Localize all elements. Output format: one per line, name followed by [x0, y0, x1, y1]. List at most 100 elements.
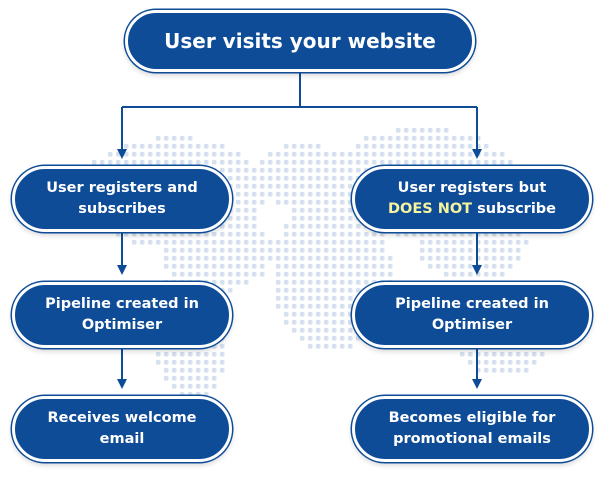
map-dot	[236, 240, 241, 245]
map-dot	[164, 248, 169, 253]
map-dot	[340, 168, 345, 173]
map-dot	[324, 336, 329, 341]
map-dot	[212, 280, 217, 285]
map-dot	[180, 360, 185, 365]
map-dot	[444, 264, 449, 269]
map-dot	[188, 392, 193, 397]
map-dot	[492, 232, 497, 237]
map-dot	[172, 352, 177, 357]
map-dot	[276, 152, 281, 157]
map-dot	[444, 240, 449, 245]
map-dot	[332, 152, 337, 157]
map-dot	[460, 144, 465, 149]
map-dot	[420, 144, 425, 149]
map-dot	[324, 344, 329, 349]
map-dot	[404, 232, 409, 237]
map-dot	[300, 192, 305, 197]
map-dot	[284, 312, 289, 317]
map-dot	[180, 256, 185, 261]
map-dot	[268, 192, 273, 197]
map-dot	[220, 368, 225, 373]
map-dot	[308, 320, 313, 325]
map-dot	[292, 280, 297, 285]
map-dot	[332, 272, 337, 277]
map-dot	[380, 232, 385, 237]
map-dot	[308, 280, 313, 285]
map-dot	[284, 320, 289, 325]
map-dot	[316, 176, 321, 181]
map-dot	[428, 160, 433, 165]
map-dot	[228, 280, 233, 285]
map-dot	[148, 160, 153, 165]
map-dot	[220, 240, 225, 245]
map-dot	[500, 248, 505, 253]
map-dot	[220, 152, 225, 157]
map-dot	[340, 280, 345, 285]
map-dot	[180, 384, 185, 389]
map-dot	[492, 264, 497, 269]
map-dot	[340, 248, 345, 253]
map-dot	[188, 368, 193, 373]
map-dot	[324, 208, 329, 213]
map-dot	[172, 264, 177, 269]
left-step-3-node: Receives welcome email	[12, 396, 232, 462]
map-dot	[276, 200, 281, 205]
map-dot	[300, 296, 305, 301]
map-dot	[252, 272, 257, 277]
map-dot	[308, 168, 313, 173]
map-dot	[372, 240, 377, 245]
map-dot	[316, 344, 321, 349]
map-dot	[324, 168, 329, 173]
map-dot	[420, 240, 425, 245]
map-dot	[348, 224, 353, 229]
map-dot	[436, 144, 441, 149]
map-dot	[316, 184, 321, 189]
map-dot	[484, 272, 489, 277]
map-dot	[188, 272, 193, 277]
map-dot	[316, 208, 321, 213]
right-step-1-line-2-rest: subscribe	[472, 201, 557, 217]
map-dot	[292, 208, 297, 213]
map-dot	[316, 240, 321, 245]
map-dot	[324, 312, 329, 317]
map-dot	[340, 312, 345, 317]
map-dot	[300, 232, 305, 237]
map-dot	[332, 176, 337, 181]
map-dot	[348, 336, 353, 341]
map-dot	[468, 144, 473, 149]
map-dot	[468, 240, 473, 245]
map-dot	[172, 360, 177, 365]
map-dot	[372, 264, 377, 269]
map-dot	[316, 320, 321, 325]
map-dot	[356, 288, 361, 293]
map-dot	[348, 248, 353, 253]
map-dot	[452, 160, 457, 165]
map-dot	[212, 144, 217, 149]
map-dot	[308, 264, 313, 269]
map-dot	[244, 200, 249, 205]
map-dot	[212, 272, 217, 277]
map-dot	[372, 248, 377, 253]
map-dot	[196, 392, 201, 397]
map-dot	[92, 160, 97, 165]
map-dot	[508, 264, 513, 269]
map-dot	[292, 176, 297, 181]
map-dot	[516, 368, 521, 373]
map-dot	[220, 160, 225, 165]
map-dot	[236, 208, 241, 213]
map-dot	[156, 136, 161, 141]
map-dot	[308, 144, 313, 149]
map-dot	[356, 224, 361, 229]
map-dot	[276, 184, 281, 189]
map-dot	[484, 352, 489, 357]
map-dot	[348, 176, 353, 181]
map-dot	[412, 160, 417, 165]
map-dot	[348, 328, 353, 333]
map-dot	[452, 152, 457, 157]
map-dot	[228, 224, 233, 229]
map-dot	[300, 304, 305, 309]
map-dot	[292, 168, 297, 173]
map-dot	[300, 240, 305, 245]
map-dot	[308, 312, 313, 317]
start-node-label: User visits your website	[164, 28, 436, 53]
